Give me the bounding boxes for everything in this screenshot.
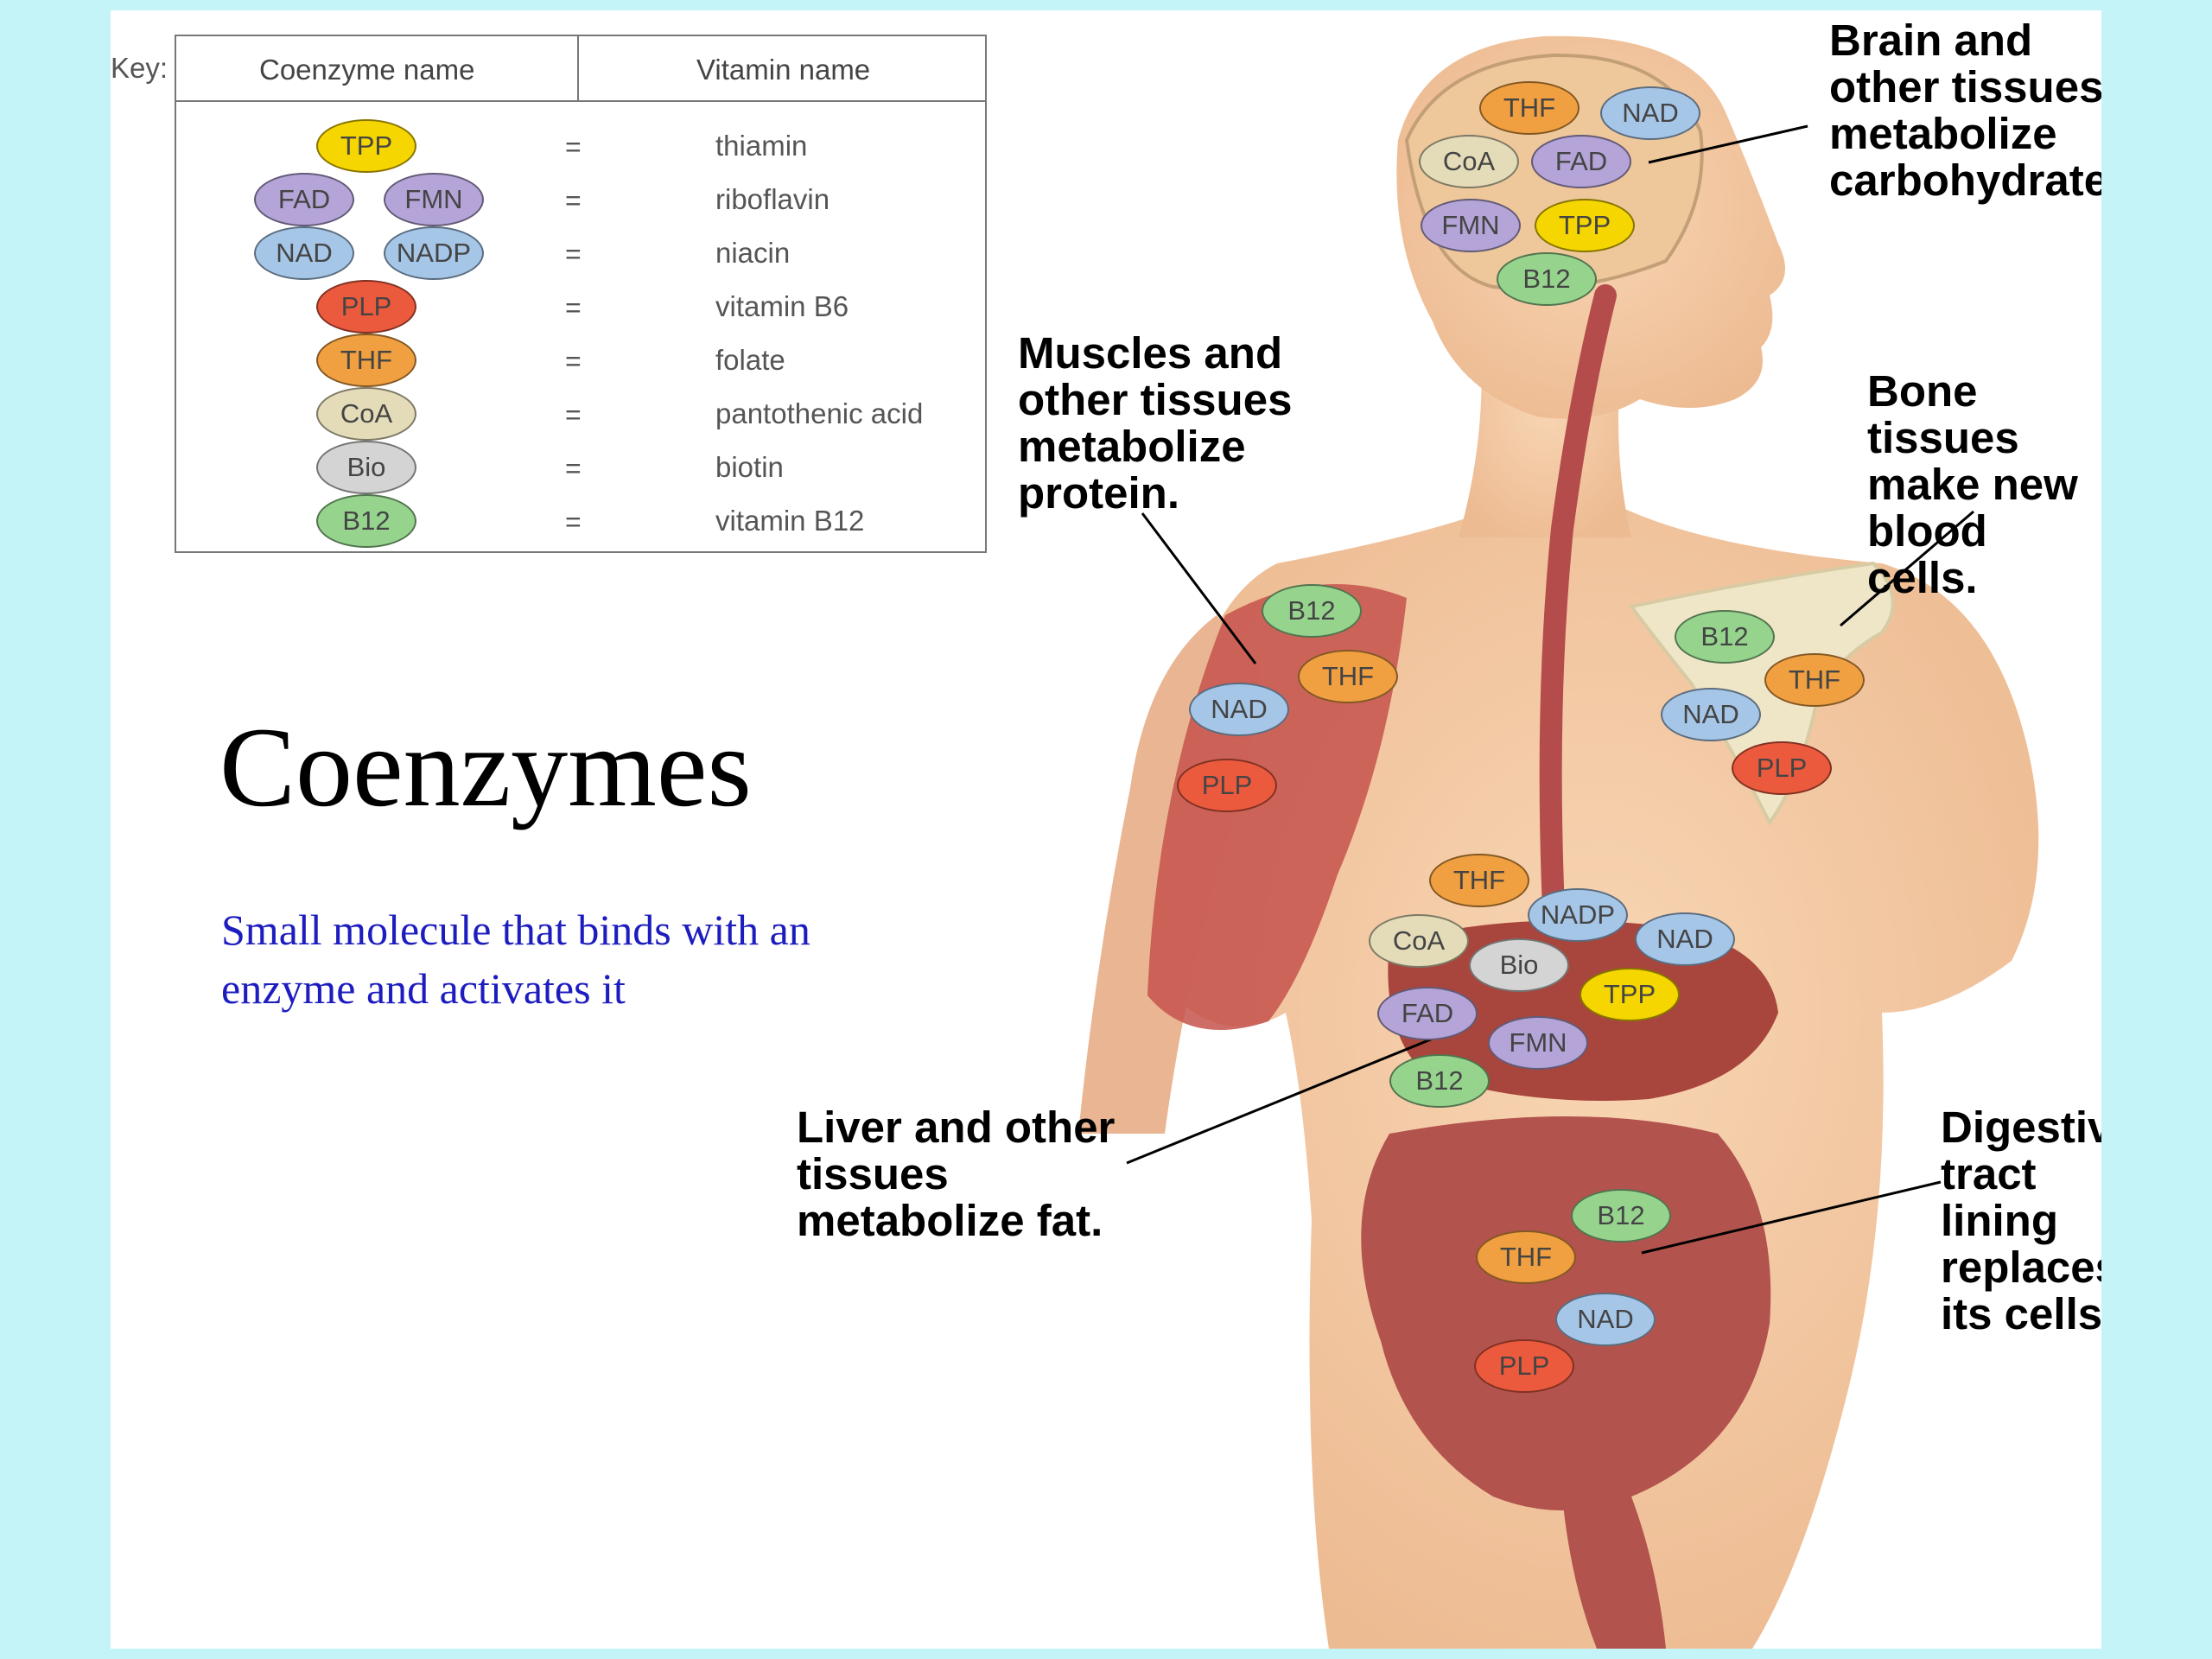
key-row-pantothenic-acid: CoA = pantothenic acid	[176, 387, 985, 441]
brain-oval-coa: CoA	[1419, 135, 1519, 188]
coenzyme-fmn: FMN	[384, 173, 484, 226]
muscle-oval-plp: PLP	[1177, 759, 1277, 812]
muscle-oval-nad: NAD	[1189, 683, 1289, 736]
brain-oval-nad: NAD	[1600, 86, 1700, 140]
muscle-oval-thf: THF	[1298, 650, 1398, 703]
equals-sign: =	[565, 238, 582, 270]
leader-line-muscle	[1141, 512, 1257, 664]
key-header-divider	[577, 36, 579, 100]
vitamin-name: vitamin B6	[715, 290, 849, 322]
brain-oval-fmn: FMN	[1421, 199, 1521, 252]
equals-sign: =	[565, 185, 582, 216]
vitamin-name: vitamin B12	[715, 505, 865, 537]
bone-oval-nad: NAD	[1661, 688, 1761, 741]
brain-oval-b12: B12	[1497, 252, 1597, 306]
vitamin-name: niacin	[715, 237, 791, 269]
key-header: Coenzyme name Vitamin name	[176, 36, 985, 102]
vitamin-name: folate	[715, 344, 785, 376]
brain-oval-tpp: TPP	[1535, 199, 1635, 252]
key-row-vitamin-b6: PLP = vitamin B6	[176, 280, 985, 334]
key-row-riboflavin: FAD FMN = riboflavin	[176, 173, 985, 226]
liver-oval-nadp: NADP	[1528, 888, 1628, 942]
callout-liver: Liver and other tissues metabolize fat.	[797, 1103, 1116, 1245]
equals-sign: =	[565, 453, 582, 484]
digestive-oval-b12: B12	[1571, 1189, 1671, 1243]
callout-brain: Brain and other tissues metabolize carbo…	[1829, 16, 2101, 205]
digestive-oval-plp: PLP	[1474, 1339, 1574, 1393]
equals-sign: =	[565, 506, 582, 537]
callout-bone: Bone tissues make new blood cells.	[1867, 366, 2078, 602]
equals-sign: =	[565, 292, 582, 323]
muscle-oval-b12: B12	[1262, 584, 1362, 638]
digestive-oval-thf: THF	[1476, 1230, 1576, 1284]
bone-oval-plp: PLP	[1732, 741, 1832, 795]
coenzyme-plp: PLP	[316, 280, 416, 334]
key-row-biotin: Bio = biotin	[176, 441, 985, 494]
liver-oval-tpp: TPP	[1580, 968, 1680, 1021]
callout-digestive: Digestive tract lining replaces its cell…	[1941, 1103, 2101, 1338]
bone-oval-b12: B12	[1675, 610, 1775, 664]
equals-sign: =	[565, 131, 582, 162]
slide-title: Coenzymes	[219, 703, 752, 830]
coenzyme-coa: CoA	[316, 387, 416, 441]
leader-line-liver	[1126, 1033, 1442, 1165]
vitamin-column-header: Vitamin name	[696, 54, 871, 86]
key-table: Coenzyme name Vitamin name TPP = thiamin…	[175, 35, 987, 553]
key-row-thiamin: TPP = thiamin	[176, 119, 985, 173]
coenzyme-bio: Bio	[316, 441, 416, 494]
vitamin-name: pantothenic acid	[715, 397, 924, 429]
liver-oval-b12: B12	[1389, 1054, 1490, 1108]
key-row-folate: THF = folate	[176, 334, 985, 387]
leader-line-brain	[1648, 124, 1808, 164]
liver-oval-nad: NAD	[1635, 912, 1735, 966]
liver-oval-fmn: FMN	[1488, 1016, 1588, 1070]
rectum-shape	[1562, 1497, 1666, 1649]
coenzyme-tpp: TPP	[316, 119, 416, 173]
liver-oval-coa: CoA	[1369, 914, 1469, 968]
vitamin-name: riboflavin	[715, 183, 830, 215]
liver-oval-bio: Bio	[1469, 938, 1569, 992]
liver-oval-thf: THF	[1429, 854, 1529, 907]
leader-line-bone	[1840, 510, 1974, 627]
coenzyme-b12: B12	[316, 494, 416, 548]
leader-line-digestive	[1641, 1180, 1942, 1255]
bone-oval-thf: THF	[1764, 653, 1865, 707]
key-row-niacin: NAD NADP = niacin	[176, 226, 985, 280]
equals-sign: =	[565, 346, 582, 377]
callout-muscle: Muscles and other tissues metabolize pro…	[1018, 328, 1293, 518]
digestive-oval-nad: NAD	[1555, 1293, 1656, 1346]
brain-oval-fad: FAD	[1531, 135, 1631, 188]
coenzyme-column-header: Coenzyme name	[259, 54, 475, 86]
vitamin-name: biotin	[715, 451, 784, 483]
key-label: Key:	[111, 52, 168, 84]
slide-subtitle: Small molecule that binds with an enzyme…	[221, 906, 810, 1013]
esophagus-shape	[1539, 284, 1617, 920]
coenzyme-fad: FAD	[254, 173, 354, 226]
liver-oval-fad: FAD	[1377, 987, 1478, 1040]
key-row-vitamin-b12: B12 = vitamin B12	[176, 494, 985, 548]
slide: Key: Coenzyme name Vitamin name TPP = th…	[111, 10, 2101, 1649]
coenzyme-nad: NAD	[254, 226, 354, 280]
vitamin-name: thiamin	[715, 130, 808, 162]
brain-oval-thf: THF	[1479, 81, 1580, 135]
coenzyme-nadp: NADP	[384, 226, 484, 280]
equals-sign: =	[565, 399, 582, 430]
coenzyme-thf: THF	[316, 334, 416, 387]
